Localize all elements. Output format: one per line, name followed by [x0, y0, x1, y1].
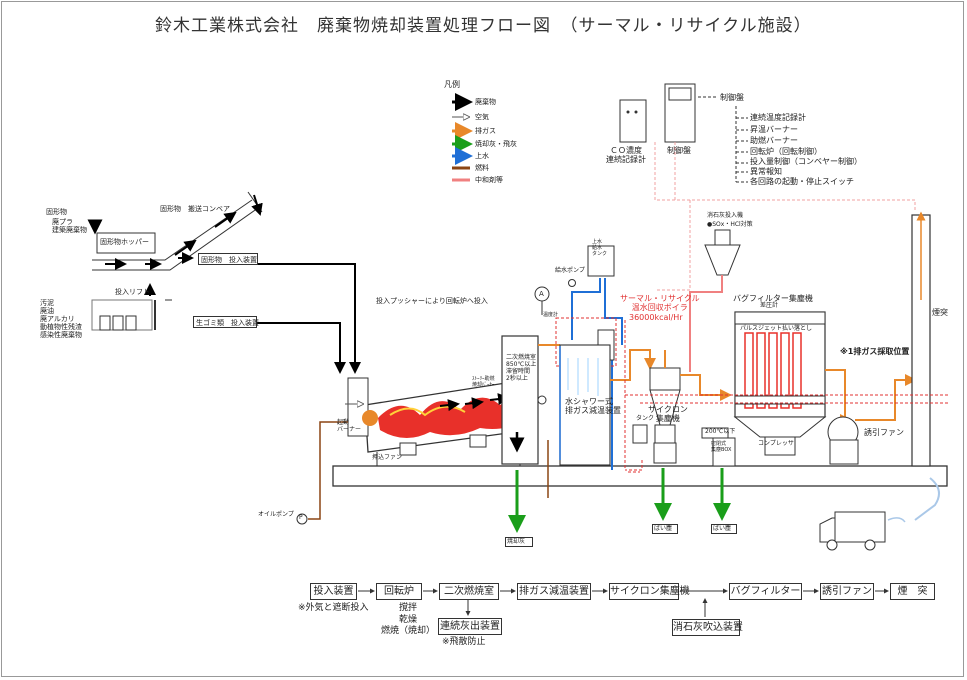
flow-ash-note: ※飛散防止 [442, 637, 486, 647]
control-panel-cabinet [664, 83, 696, 143]
legend-label-neutralizer: 中和剤等 [475, 176, 503, 184]
pulse-label: パルスジェット払い落とし [740, 325, 813, 332]
co-meter-cabinet [619, 99, 647, 143]
hopper-box [96, 232, 156, 254]
truck-shape [819, 477, 940, 551]
lime-note: ●SOx・HCl対策 [707, 221, 753, 228]
flow-step-7: 誘引ファン [820, 583, 874, 600]
water-tank-box [587, 245, 615, 277]
garbage-feeder-box: 生ゴミ類 投入装置 [193, 316, 259, 328]
ground-slab [332, 465, 948, 487]
flow-step-4: 排ガス減温装置 [517, 583, 591, 600]
co-meter-label: ＣＯ濃度 連続記録計 [606, 146, 646, 165]
pusher-note: 投入プッシャーにより回転炉へ投入 [376, 297, 488, 305]
legend-label-exhaust: 排ガス [475, 127, 496, 135]
legend-label-air: 空気 [475, 113, 489, 121]
cyclone-shape [649, 350, 681, 464]
flow-step-1: 投入装置 [310, 583, 357, 600]
startup-burner-label: 起動 バーナー [337, 419, 362, 433]
sample-point-label: ※1排ガス採取位置 [840, 347, 910, 356]
boiler-label: サーマル・リサイクル 温水回収ボイラ [620, 294, 700, 313]
stack-label: 煙突 [932, 308, 948, 317]
dust-box-1: ばい塵 [652, 524, 678, 534]
control-function-6: 異常報知 [750, 167, 782, 176]
control-function-3: 助燃バーナー [750, 136, 798, 145]
legend-header: 凡例 [444, 80, 460, 89]
legend-arrows [452, 93, 473, 182]
feed-pump-label: 給水ポンプ [555, 267, 585, 274]
solid-types-label: 廃プラ 建築廃棄物 [52, 218, 87, 235]
conveyor-label: 固形物 搬送コンベア [160, 205, 230, 213]
legend-label-water: 上水 [475, 152, 489, 160]
ash-box: 焼却灰 [505, 537, 533, 547]
compressor-label: コンプレッサ [758, 440, 794, 447]
cyclone-label: サイクロン 集塵機 [648, 405, 688, 424]
legend-label-ash: 焼却灰・飛灰 [475, 140, 517, 148]
hopper-label: 固形物ホッパー [100, 238, 149, 246]
flow-lime-box: 消石灰吹込装置 [672, 619, 743, 636]
diff-gauge-label: 差圧計 [760, 302, 779, 309]
gas-cooler-label: 水シャワー式 排ガス減温装置 [565, 397, 621, 416]
bagfilter-label: バグフィルター集塵機 [733, 294, 813, 303]
flow-step-3: 二次燃焼室 [439, 583, 499, 600]
control-panel-header: 制御盤 [720, 93, 744, 102]
page-title: 鈴木工業株式会社 廃棄物焼却装置処理フロー図 （サーマル・リサイクル施設） [155, 16, 812, 36]
other-waste-label: 汚泥 廃油 廃アルカリ 動植物性残渣 感染性廃棄物 [40, 299, 82, 340]
control-function-7: 各回路の起動・停止スイッチ [750, 177, 854, 186]
legend-label-waste: 廃棄物 [475, 98, 496, 106]
control-panel-label: 制御盤 [667, 146, 691, 155]
lift-label: 投入リフト [115, 288, 150, 296]
oil-pump-shape [296, 513, 308, 525]
flow-step-2: 回転炉 [376, 583, 422, 600]
solid-waste-label: 固形物 [46, 208, 67, 216]
control-function-4: 回転炉（回転制御） [750, 147, 822, 156]
push-fan-label: 押込ファン [372, 454, 403, 461]
flow-ash-box: 連続灰出装置 [438, 618, 502, 635]
temp-gauge-label: 温度計 [543, 312, 559, 318]
water-tank-label: 上水 給水 タンク [592, 239, 608, 257]
oil-pump-label: オイルポンプ [258, 511, 294, 518]
secondary-chamber-label: 二次燃焼室 850℃以上 滞留時間 2秒以上 [506, 354, 537, 382]
flow-step-8: 煙 突 [890, 583, 935, 600]
solid-feeder-box: 固形物 投入装置 [198, 253, 258, 265]
flow-note-input: ※外気と遮断投入 [298, 603, 369, 613]
control-function-1: 連続温度記録計 [750, 113, 806, 122]
temp-200-label: 200℃以下 [705, 428, 736, 435]
flow-rotary-notes: 撹拌 乾燥 燃焼（焼却） [381, 603, 436, 637]
lime-feeder-label: 消石灰投入機 [707, 212, 744, 219]
sealed-box-label: 密閉式 集塵BOX [711, 441, 732, 453]
legend-label-fuel: 燃料 [475, 164, 489, 172]
flow-step-6: バグフィルター [729, 583, 802, 600]
dust-box-2: ばい塵 [711, 524, 737, 534]
a-mark: A [539, 290, 544, 298]
bagfilter-shape [733, 311, 827, 456]
induced-fan-label: 誘引ファン [864, 428, 904, 437]
control-function-2: 昇温バーナー [750, 125, 798, 134]
boiler-capacity: 36000kcal/Hr [629, 313, 683, 322]
aux-burner-label: ｽﾄｰﾘｰ助燃 焼却ﾊﾞｰﾅｰ [472, 376, 495, 388]
control-function-5: 投入量制御（コンベヤー制御） [750, 157, 862, 166]
tank-label: タンク [636, 415, 655, 422]
flow-step-5: サイクロン集塵機 [609, 583, 690, 600]
oil-pump-mark: P [299, 514, 303, 521]
flow-arrows [358, 588, 889, 617]
